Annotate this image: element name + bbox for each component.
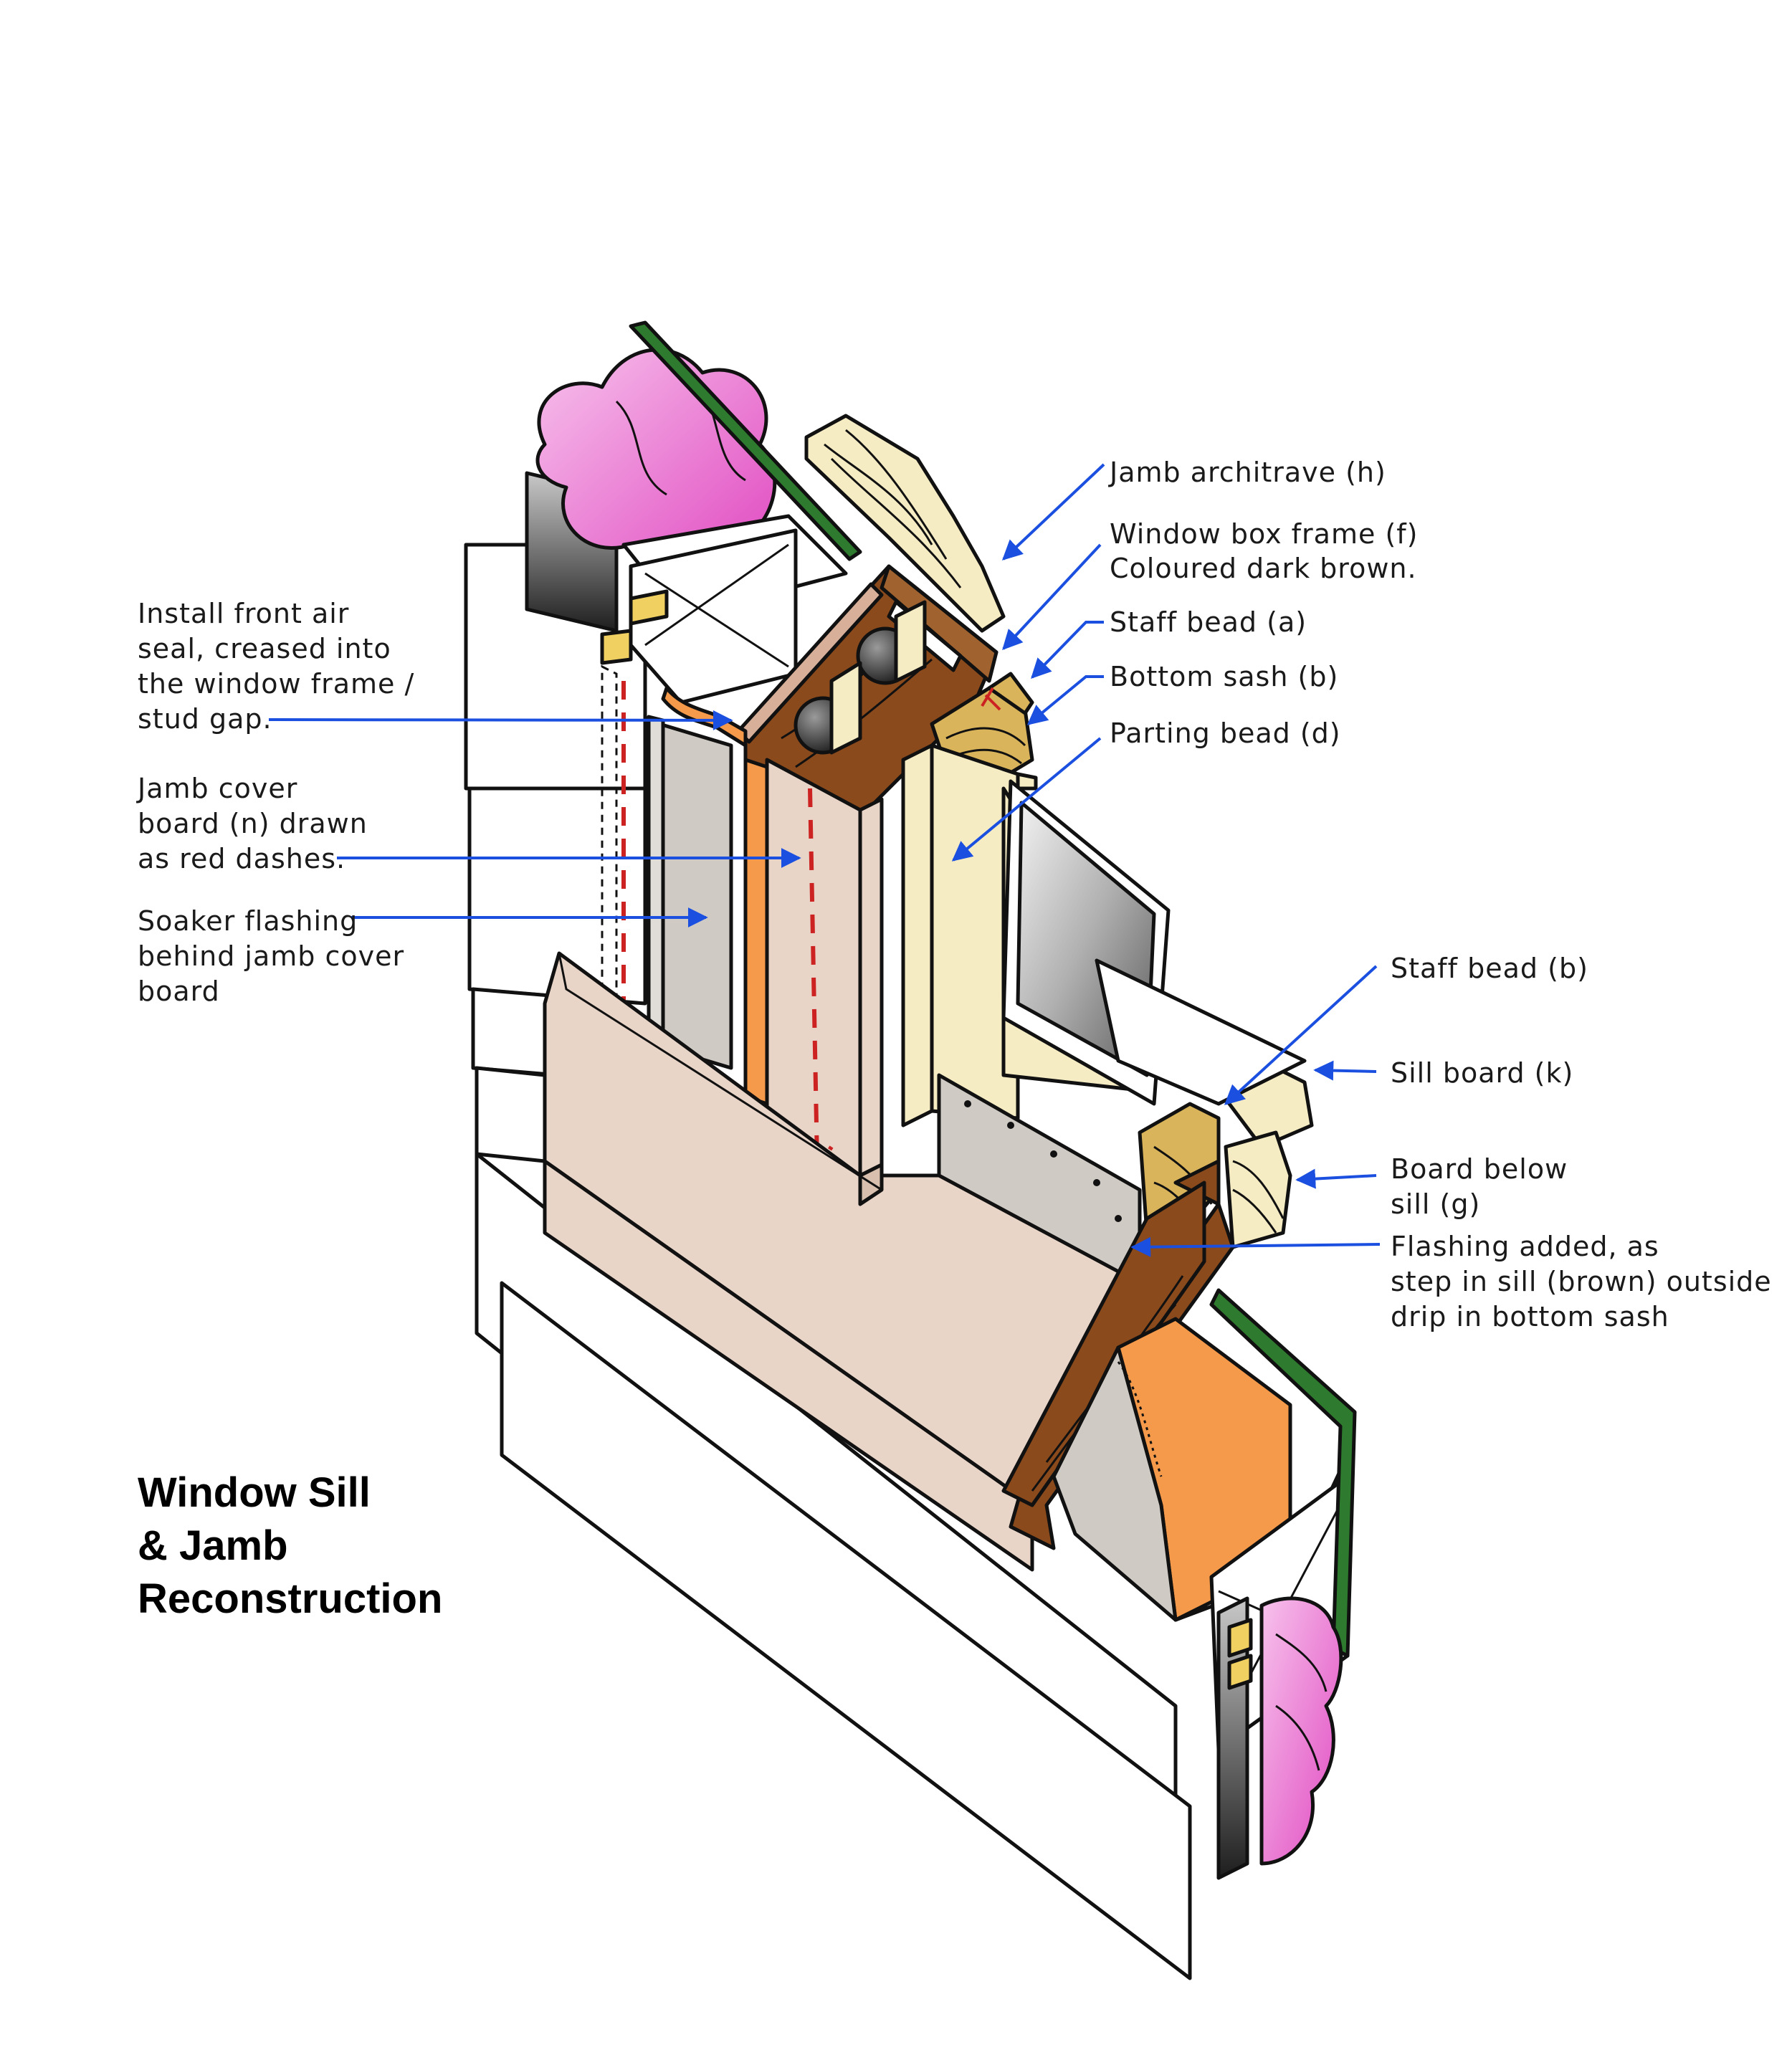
leader-bottom-sash [1026, 675, 1104, 725]
label-window-box-frame: Window box frame (f) Coloured dark brown… [1110, 518, 1428, 584]
sill-bead [1095, 958, 1314, 1249]
labels: Jamb architrave (h) Window box frame (f)… [136, 457, 1781, 1332]
leader-flashing-added [1130, 1236, 1381, 1257]
label-sill-board: Sill board (k) [1391, 1057, 1573, 1089]
label-soaker-flashing: Soaker flashing behind jamb cover board [138, 905, 414, 1007]
leader-staff-bead-b [1224, 965, 1378, 1105]
leader-staff-bead-a [1031, 621, 1104, 679]
leader-board-below-sill [1295, 1168, 1377, 1189]
leader-sill-board [1313, 1060, 1377, 1081]
label-staff-bead-b: Staff bead (b) [1391, 953, 1588, 984]
jamb-architrave [804, 414, 1006, 633]
leader-window-box-frame [1002, 543, 1102, 651]
leader-jamb-architrave [1001, 463, 1105, 561]
upper-membrane [629, 320, 862, 561]
sash-weights [793, 600, 927, 755]
label-jamb-cover-board: Jamb cover board (n) drawn as red dashes… [136, 773, 377, 874]
label-front-air-seal: Install front air seal, creased into the… [138, 598, 424, 735]
label-board-below-sill: Board below sill (g) [1391, 1153, 1577, 1220]
label-staff-bead-a: Staff bead (a) [1110, 606, 1307, 638]
label-bottom-sash: Bottom sash (b) [1110, 661, 1338, 692]
lower-wall-section [1052, 1288, 1357, 1880]
leader-parting-bead [951, 737, 1102, 862]
soaker-flashing-panel [647, 715, 733, 1070]
upper-wall-section [525, 320, 862, 705]
label-jamb-architrave: Jamb architrave (h) [1108, 457, 1386, 488]
leader-lines [268, 463, 1381, 1257]
weatherboard-cladding [464, 543, 1192, 1980]
label-flashing-added: Flashing added, as step in sill (brown) … [1391, 1231, 1781, 1332]
diagram-title: Window Sill & Jamb Reconstruction [138, 1469, 442, 1622]
label-parting-bead: Parting bead (d) [1110, 717, 1341, 749]
